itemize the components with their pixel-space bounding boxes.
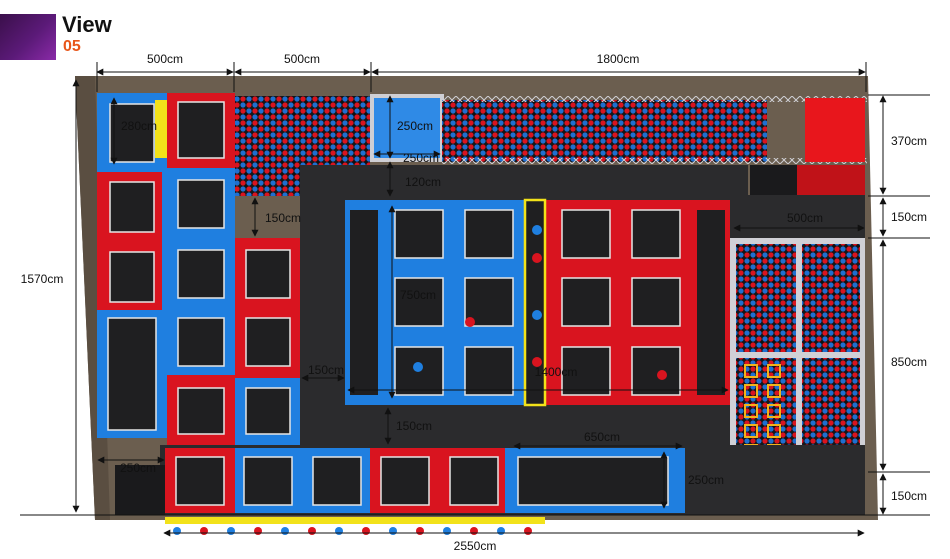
dim-center-bottom-gap: 150cm (396, 419, 432, 433)
dim-bottom-long-width: 650cm (584, 430, 620, 444)
dim-bottom-left-width: 250cm (120, 461, 156, 475)
zone-b-mat-3 (177, 249, 225, 299)
red-block-shade (797, 165, 865, 195)
dim-right-block-width: 500cm (787, 211, 823, 225)
zone-c-mat-1 (245, 249, 291, 299)
zone-b-mat-1 (177, 101, 225, 159)
long-ball-pit (442, 100, 767, 162)
dim-center-height: 750cm (400, 288, 436, 302)
bottom-balls (173, 527, 532, 535)
zone-a-mat-2 (109, 181, 155, 233)
center-right-bar (697, 210, 725, 395)
bottom-mats (175, 456, 669, 506)
dark-walkway-right (735, 195, 865, 240)
right-pit-2 (802, 244, 860, 352)
dim-ball-pit-height: 250cm (397, 119, 433, 133)
view-badge (0, 14, 56, 60)
center-left-bar (350, 210, 378, 395)
zone-a-mat-3 (109, 251, 155, 303)
dim-gap-150-top: 150cm (265, 211, 301, 225)
zone-b-mat-2 (177, 179, 225, 229)
dim-area-a-height: 280cm (121, 119, 157, 133)
red-block-top-right (805, 98, 865, 162)
dim-top-left: 500cm (147, 52, 183, 66)
dim-center-width: 1400cm (535, 365, 578, 379)
view-number: 05 (63, 38, 81, 55)
dim-top-right: 1800cm (597, 52, 640, 66)
dim-ball-pit-width: 250cm (403, 151, 439, 165)
right-pit-1 (736, 244, 796, 352)
dim-bottom-total: 2550cm (454, 539, 497, 553)
dim-right-gap-bottom: 150cm (891, 489, 927, 503)
truss-frame-bot (442, 158, 867, 164)
dim-gap-120: 120cm (405, 175, 441, 189)
dodgeballs (413, 225, 667, 380)
center-yellow-lane (523, 198, 547, 407)
dimension-lines (20, 62, 930, 537)
zone-b-mat-4 (177, 317, 225, 367)
dim-right-top-height: 370cm (891, 134, 927, 148)
dim-left-height: 1570cm (21, 272, 64, 286)
dim-center-left-gap: 150cm (308, 363, 344, 377)
zone-b-mat-5 (177, 387, 225, 435)
dim-top-mid: 500cm (284, 52, 320, 66)
dim-right-gap-top: 150cm (891, 210, 927, 224)
dim-right-block-height: 850cm (891, 355, 927, 369)
zone-a-mat-1 (109, 103, 155, 163)
bottom-left-dark (115, 465, 165, 515)
bottom-yellow-line (165, 517, 545, 524)
zone-a-mat-4 (107, 317, 157, 431)
truss-frame-top (442, 96, 867, 102)
zone-c-mat-2 (245, 317, 291, 367)
view-title: View (62, 12, 112, 37)
zone-c-mat-3 (245, 387, 291, 435)
dim-bottom-long-height: 250cm (688, 473, 724, 487)
view-header: View 05 (0, 0, 130, 60)
